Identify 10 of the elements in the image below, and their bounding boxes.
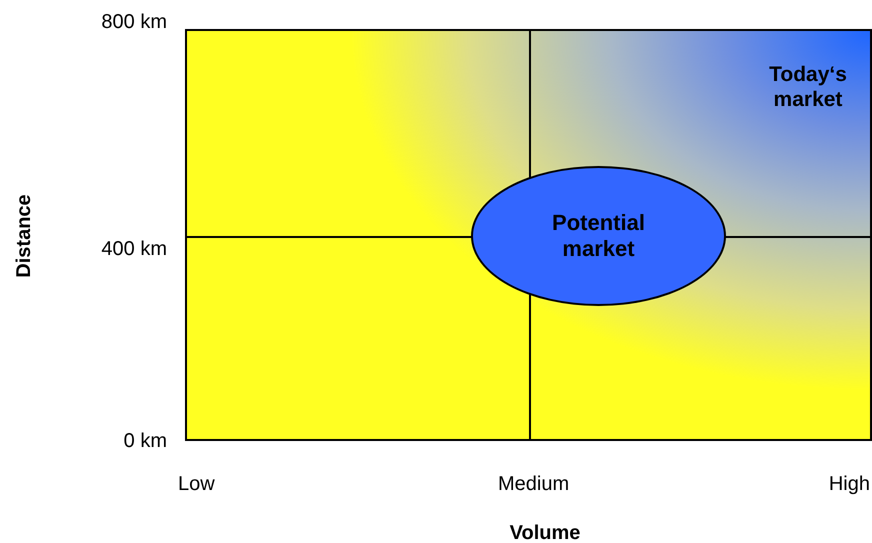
- axis-tick-label: 400 km: [101, 237, 167, 261]
- axis-category-label: Low: [178, 472, 215, 496]
- axis-tick-label: 800 km: [101, 10, 167, 34]
- axis-category-label: High: [828, 472, 870, 496]
- axis-tick-label: 0 km: [124, 429, 167, 453]
- axis-category-label: Medium: [498, 472, 570, 496]
- ellipse-label: Potential market: [551, 210, 646, 262]
- axis-title: Volume: [510, 521, 580, 543]
- axis-title: Distance: [12, 194, 36, 278]
- quadrant-label: Today‘s market: [768, 62, 848, 112]
